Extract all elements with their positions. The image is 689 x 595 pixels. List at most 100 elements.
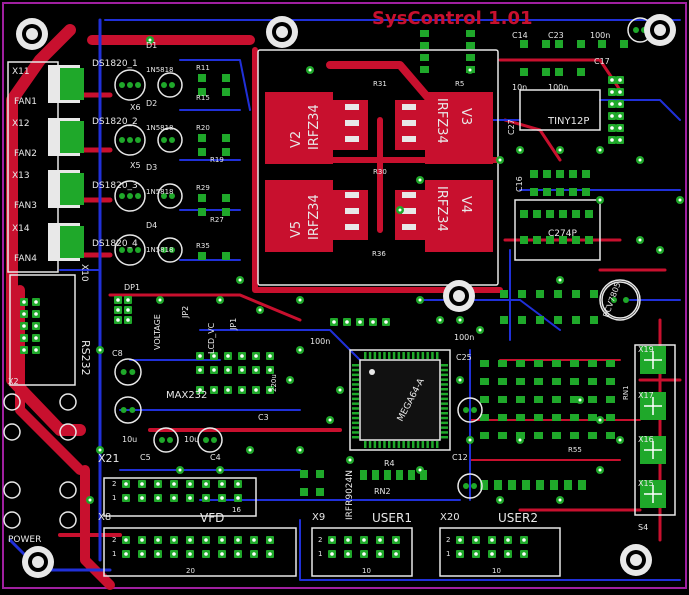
capacitor-pin [463,483,469,489]
pad-hole [126,318,130,322]
transistor-pin [169,82,175,88]
via-hole [458,378,462,382]
mcu-pin [441,421,448,425]
smd-pad [570,396,579,403]
mount-hole-center [276,26,288,38]
capacitor-pin [120,407,127,413]
pad-hole [522,538,526,542]
capacitor-outline [601,281,639,319]
smd-pad [498,360,507,367]
mcu-pin [436,441,439,448]
mosfet-v2 [265,92,368,164]
via-hole [238,278,242,282]
label-x21: X21 [98,452,120,465]
via-hole [638,238,642,242]
capacitor-pin [611,297,617,303]
transistor-pin [169,137,175,143]
via-hole [178,468,182,472]
smd-pad [534,396,543,403]
label-user2: USER2 [498,511,538,525]
label-dp1: DP1 [124,283,140,292]
smd-pad [577,68,585,76]
mosfet-block-outline [257,49,499,286]
pad-hole [124,496,128,500]
smd-pad [222,194,230,202]
fan-connectors [48,65,84,261]
pad-hole [474,538,478,542]
label-pin10-b: 10 [492,567,501,575]
smd-pad [570,360,579,367]
smd-pad [569,188,577,196]
smd-pad [550,480,558,490]
smd-pad [466,42,475,49]
pad-hole [116,308,120,312]
mcu-pin [388,352,391,359]
label-c5: C5 [140,453,151,462]
label-pin10-a: 10 [362,567,371,575]
label-fan4: FAN4 [14,254,37,264]
via-hole [498,498,502,502]
mcu-pin [436,352,439,359]
via-hole [338,388,342,392]
user1-outline [311,527,413,577]
smd-pad [533,210,541,218]
smd-pad [546,236,554,244]
transistor-pin [169,247,175,253]
smd-pad [546,210,554,218]
smd-pad [520,68,528,76]
smd-pad [500,316,508,324]
smd-pad [572,210,580,218]
capacitor-pin [623,297,629,303]
mcu-pin [352,421,359,425]
capacitor-outline [153,427,179,453]
capacitor-pin [211,437,217,443]
capacitor-outline [457,397,483,423]
mounting-holes [16,14,676,578]
smd-pad [559,236,567,244]
label-v5: V5 [289,221,304,238]
pad-hole [332,320,336,324]
label-pin16: 16 [232,506,241,514]
mcu-pin [352,412,359,415]
mcu-pin [407,441,410,448]
pad-hole [618,78,622,82]
label-1n5818-c: 1N5818 [146,188,174,196]
sensor-outline [114,124,146,156]
label-x9: X9 [312,512,325,523]
label-r30: R30 [373,168,387,176]
pad-hole [126,308,130,312]
mcu-pin [412,441,415,448]
capacitor-pin [159,437,165,443]
transistor-pin [161,82,167,88]
pad-hole [618,114,622,118]
smd-pad [534,414,543,421]
capacitor-pin [167,437,173,443]
pad-hole [172,552,176,556]
label-c8: C8 [112,349,123,358]
power-screw [3,393,21,411]
power-screw [59,511,77,529]
mcu-pin [397,352,401,359]
smd-pad [508,480,516,490]
pad-hole [22,336,26,340]
label-220u: 220u [270,374,278,392]
smd-pad [577,40,585,48]
smd-pad [222,148,230,156]
label-fan2: FAN2 [14,149,37,159]
mcu-pin [388,441,391,448]
mount-hole-center [654,24,666,36]
smd-pad [408,470,415,480]
label-v2: V2 [289,131,304,148]
label-c274p: C274P [548,229,577,239]
mosfet-v3 [395,92,493,164]
smd-pad [316,470,324,478]
pad-hole [124,482,128,486]
label-lcd: LCD_VC [207,322,216,354]
smd-pad [606,414,615,421]
sensor-pin [135,193,141,199]
pad-hole [116,298,120,302]
pad-hole [204,496,208,500]
capacitor-outline [457,473,483,499]
mcu-pin [441,368,448,372]
